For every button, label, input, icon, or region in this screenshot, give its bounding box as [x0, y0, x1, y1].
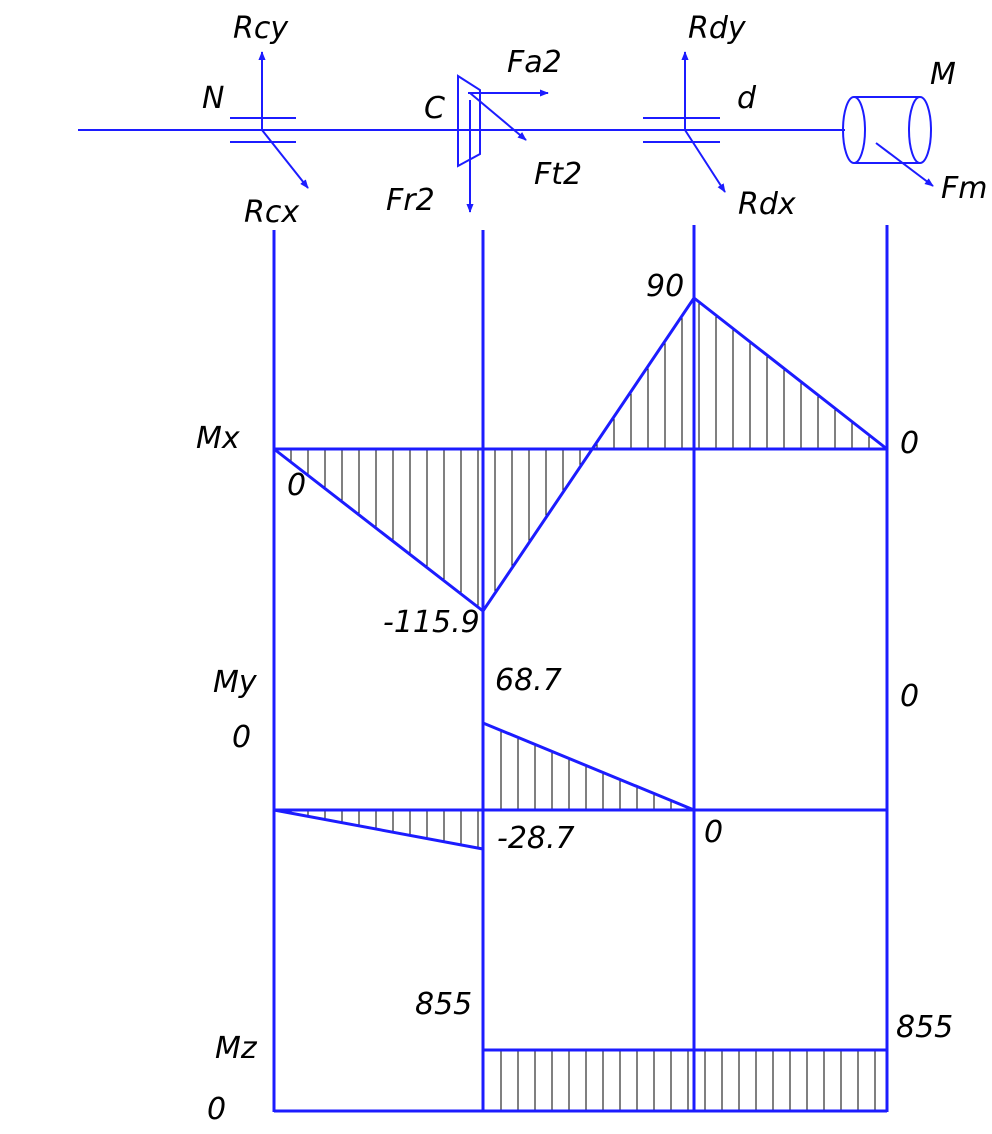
label-c: C: [424, 91, 445, 126]
mx-label-end: 0: [900, 426, 919, 461]
label-rcy: Rcy: [233, 11, 289, 46]
label-rdx: Rdx: [738, 187, 796, 222]
gear-shape: [457, 74, 481, 168]
label-rdy: Rdy: [688, 11, 747, 46]
mx-curve: [273, 295, 888, 614]
mx-name: Mx: [196, 421, 240, 456]
label-n: N: [202, 81, 224, 116]
my-label-start: 0: [232, 720, 251, 755]
my-curve-left: [273, 808, 484, 851]
my-label-end: 0: [900, 679, 919, 714]
my-label-c-right: 68.7: [495, 663, 562, 698]
label-fa2: Fa2: [507, 45, 562, 80]
my-label-c-left: -28.7: [497, 821, 575, 856]
mz-diagram: Mz 0 855 855: [207, 987, 953, 1127]
bearing-d: [643, 51, 726, 193]
mx-label-c: -115.9: [383, 605, 480, 640]
arrow-fm: [875, 142, 934, 187]
mz-hatching: [500, 1050, 876, 1111]
my-label-d: 0: [704, 815, 723, 850]
arrow-rcx: [261, 129, 309, 189]
bearing-n: [230, 51, 309, 189]
my-diagram: My 0 -28.7 68.7 0 0: [213, 663, 919, 856]
coupling-m: [842, 96, 934, 187]
label-fr2: Fr2: [386, 183, 435, 218]
my-hatching: [290, 730, 672, 849]
mx-label-d: 90: [646, 269, 684, 304]
section-lines: [272, 225, 889, 1112]
mx-hatching: [290, 301, 870, 608]
mz-curve: [481, 1048, 889, 1111]
mz-label-end: 855: [896, 1010, 953, 1045]
label-ft2: Ft2: [534, 157, 582, 192]
mx-diagram: Mx 0 -115.9 90 0: [196, 269, 919, 640]
arrow-rdx: [684, 129, 726, 193]
label-rcx: Rcx: [244, 195, 299, 230]
my-curve-right: [482, 721, 695, 812]
mz-name: Mz: [215, 1031, 258, 1066]
label-fm: Fm: [941, 171, 987, 206]
shaft-scheme: Rcy Rcx N C Fa2 Ft2 Fr2 Rdy Rdx d M Fm: [78, 11, 987, 230]
my-name: My: [213, 665, 258, 700]
gear-c: [457, 74, 549, 213]
label-m: M: [930, 57, 956, 92]
mz-label-start: 0: [207, 1092, 226, 1127]
arrow-ft2: [469, 92, 527, 141]
mx-label-start: 0: [287, 468, 306, 503]
mz-label-c: 855: [415, 987, 472, 1022]
label-d: d: [737, 81, 757, 116]
